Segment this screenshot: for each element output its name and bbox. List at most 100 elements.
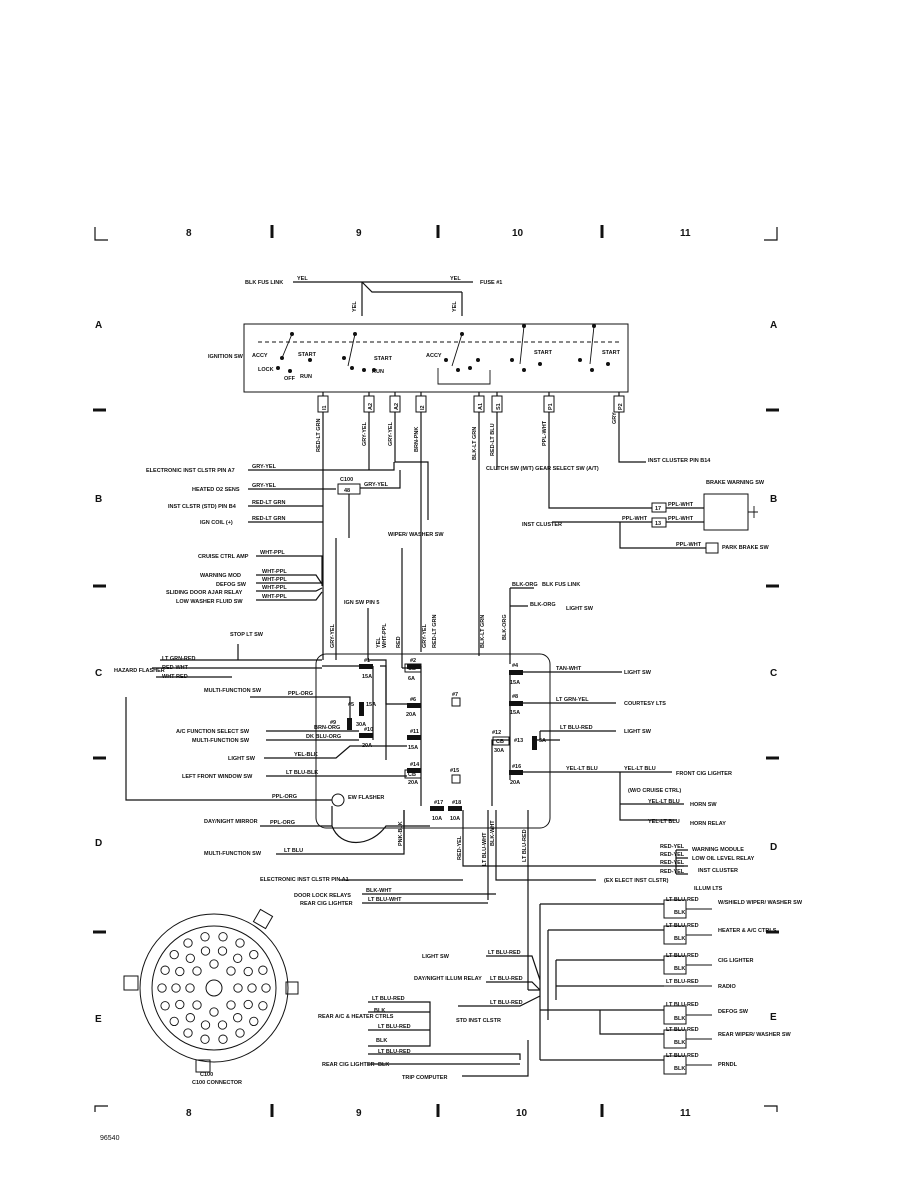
ppl-org-loop xyxy=(125,696,351,801)
fuse-15-slot xyxy=(451,774,461,784)
c100-pin-hole xyxy=(235,938,245,948)
c100-pin-hole xyxy=(209,1007,219,1017)
courtesy-label: COURTESY LTS xyxy=(624,701,666,707)
fuse-17-id: #17 xyxy=(434,800,443,806)
column-ticks xyxy=(270,225,604,1117)
c100-pin-hole xyxy=(235,1028,245,1038)
rear-blk-1: BLK xyxy=(374,1008,385,1014)
fuse-7-slot xyxy=(451,697,461,707)
c100-pin-hole xyxy=(200,1034,210,1044)
wire-lt-blu-wht: LT BLU-WHT xyxy=(368,897,402,903)
rear-wire-2: LT BLU-RED xyxy=(378,1024,411,1030)
horn-wires xyxy=(619,772,684,821)
lower-vertical-wires xyxy=(403,810,684,990)
fuse-6-id: #6 xyxy=(410,697,416,703)
wire-label-ppl-wht: PPL-WHT xyxy=(542,420,548,446)
mid-wire-9: RED-YEL xyxy=(457,835,463,860)
c100-pin-hole xyxy=(218,932,228,942)
wire-label-gry: GRY xyxy=(612,412,618,424)
park-brake-box xyxy=(705,542,719,554)
fuse-16-rating: 20A xyxy=(510,780,520,786)
row-d-right: D xyxy=(770,842,777,853)
col-9-top: 9 xyxy=(356,228,362,239)
brake-ppl-wht-1: PPL-WHT xyxy=(668,502,694,508)
c100-pin-hole xyxy=(192,966,202,976)
wire-label-brn-pnk: BRN-PNK xyxy=(414,427,420,452)
ex-elect-label: (EX ELECT INST CLSTR) xyxy=(604,878,669,884)
c100-pin-hole xyxy=(233,1013,243,1023)
wire-lt-blu: LT BLU xyxy=(284,848,303,854)
wire-label-gry-yel-2: GRY-YEL xyxy=(388,421,394,446)
illum-src-wire-2: LT BLU-RED xyxy=(490,1000,523,1006)
wire-lt-blu-blk: LT BLU-BLK xyxy=(286,770,318,776)
illum-blk-3: BLK xyxy=(674,966,685,972)
ignition-pins xyxy=(317,395,625,413)
mid-wire-6: BLK-LT GRN xyxy=(480,615,486,648)
wire-red-lt-grn-coil: RED-LT GRN xyxy=(252,516,286,522)
light-sw-wire-2 xyxy=(539,730,616,740)
pin-p1: P1 xyxy=(548,403,554,410)
pin-13: 13 xyxy=(655,521,661,527)
fuse-11-rating: 15A xyxy=(408,745,418,751)
c100-pin-hole xyxy=(243,966,253,977)
c100-pin-hole xyxy=(160,965,170,975)
illum-src-3: TRIP COMPUTER xyxy=(402,1075,447,1081)
illum-wire-4: LT BLU-RED xyxy=(666,979,699,985)
c100-pin: 48 xyxy=(344,488,350,494)
c100-pin-hole xyxy=(249,1016,259,1027)
wire-gry xyxy=(618,412,646,463)
fuse-17-rating: 10A xyxy=(432,816,442,822)
fuse-10-id: #10 xyxy=(364,727,373,733)
left-label-17: ELECTRONIC INST CLSTR PIN A1 xyxy=(260,877,349,883)
wire-heated-o2 xyxy=(248,470,401,490)
ign-sw-pin-label: IGN SW PIN 5 xyxy=(344,600,379,606)
c100-pin-hole xyxy=(217,946,228,956)
c100-pin-hole xyxy=(185,983,195,993)
ignition-sw-label: IGNITION SW xyxy=(208,354,244,360)
fuse-18-rating: 10A xyxy=(450,816,460,822)
yel-label-right: YEL xyxy=(450,276,461,282)
light-sw-label-2: LIGHT SW xyxy=(624,729,652,735)
illum-load-3: RADIO xyxy=(718,984,736,990)
pin-s1: S1 xyxy=(496,403,502,410)
illum-sources-wires xyxy=(458,955,541,1077)
brake-ground xyxy=(748,506,758,518)
yel-lt-blu-label-1: YEL-LT BLU xyxy=(566,766,598,772)
row-c-left: C xyxy=(95,668,102,679)
left-label-4: CRUISE CTRL AMP xyxy=(198,554,249,560)
wht-ppl-4: WHT-PPL xyxy=(262,585,287,591)
fuse-2-id: #2 xyxy=(410,658,416,664)
illum-load-6: PRNDL xyxy=(718,1062,738,1068)
corner-mark-tr xyxy=(764,227,778,241)
left-label-15: DAY/NIGHT MIRROR xyxy=(204,819,258,825)
c100-pin-hole xyxy=(171,983,181,993)
c100-pin-hole xyxy=(185,953,195,963)
c100-connector-glyph xyxy=(123,908,299,1073)
illum-wire-5: LT BLU-RED xyxy=(666,1002,699,1008)
ignition-accy-loop xyxy=(437,368,491,385)
left-label-3: IGN COIL (+) xyxy=(200,520,233,526)
illum-src-wire-0: LT BLU-RED xyxy=(488,950,521,956)
c100-pin-hole xyxy=(160,1001,170,1011)
col-11-top: 11 xyxy=(680,228,691,239)
c100-pin-hole xyxy=(183,1028,193,1038)
rear-wire-3: LT BLU-RED xyxy=(378,1049,411,1055)
mid-wire-5: RED-LT GRN xyxy=(432,614,438,648)
pin-p2: P2 xyxy=(618,403,624,410)
fuse-1-rating: 15A xyxy=(362,674,372,680)
wire-label-red-lt-blu: RED-LT BLU xyxy=(490,423,496,456)
brake-ppl-wht-3: PPL-WHT xyxy=(622,516,648,522)
left-label-16: MULTI-FUNCTION SW xyxy=(204,851,262,857)
ign-sw-wire xyxy=(367,608,387,760)
left-label-18: DOOR LOCK RELAYS xyxy=(294,893,351,899)
fuse-5-id: #5 xyxy=(348,702,354,708)
park-brake-wire xyxy=(619,522,706,549)
fuse-14-id: #14 xyxy=(410,762,420,768)
lt-blu-red-label-1: LT BLU-RED xyxy=(560,725,593,731)
fuse-7-id: #7 xyxy=(452,692,458,698)
wire-wht-red: WHT-RED xyxy=(162,674,188,680)
illum-blk-1: BLK xyxy=(674,910,685,916)
off-label: OFF xyxy=(284,376,296,382)
clutch-sw-label: CLUTCH SW (M/T) GEAR SELECT SW (A/T) xyxy=(486,466,599,472)
c100-pin-hole xyxy=(226,966,236,976)
